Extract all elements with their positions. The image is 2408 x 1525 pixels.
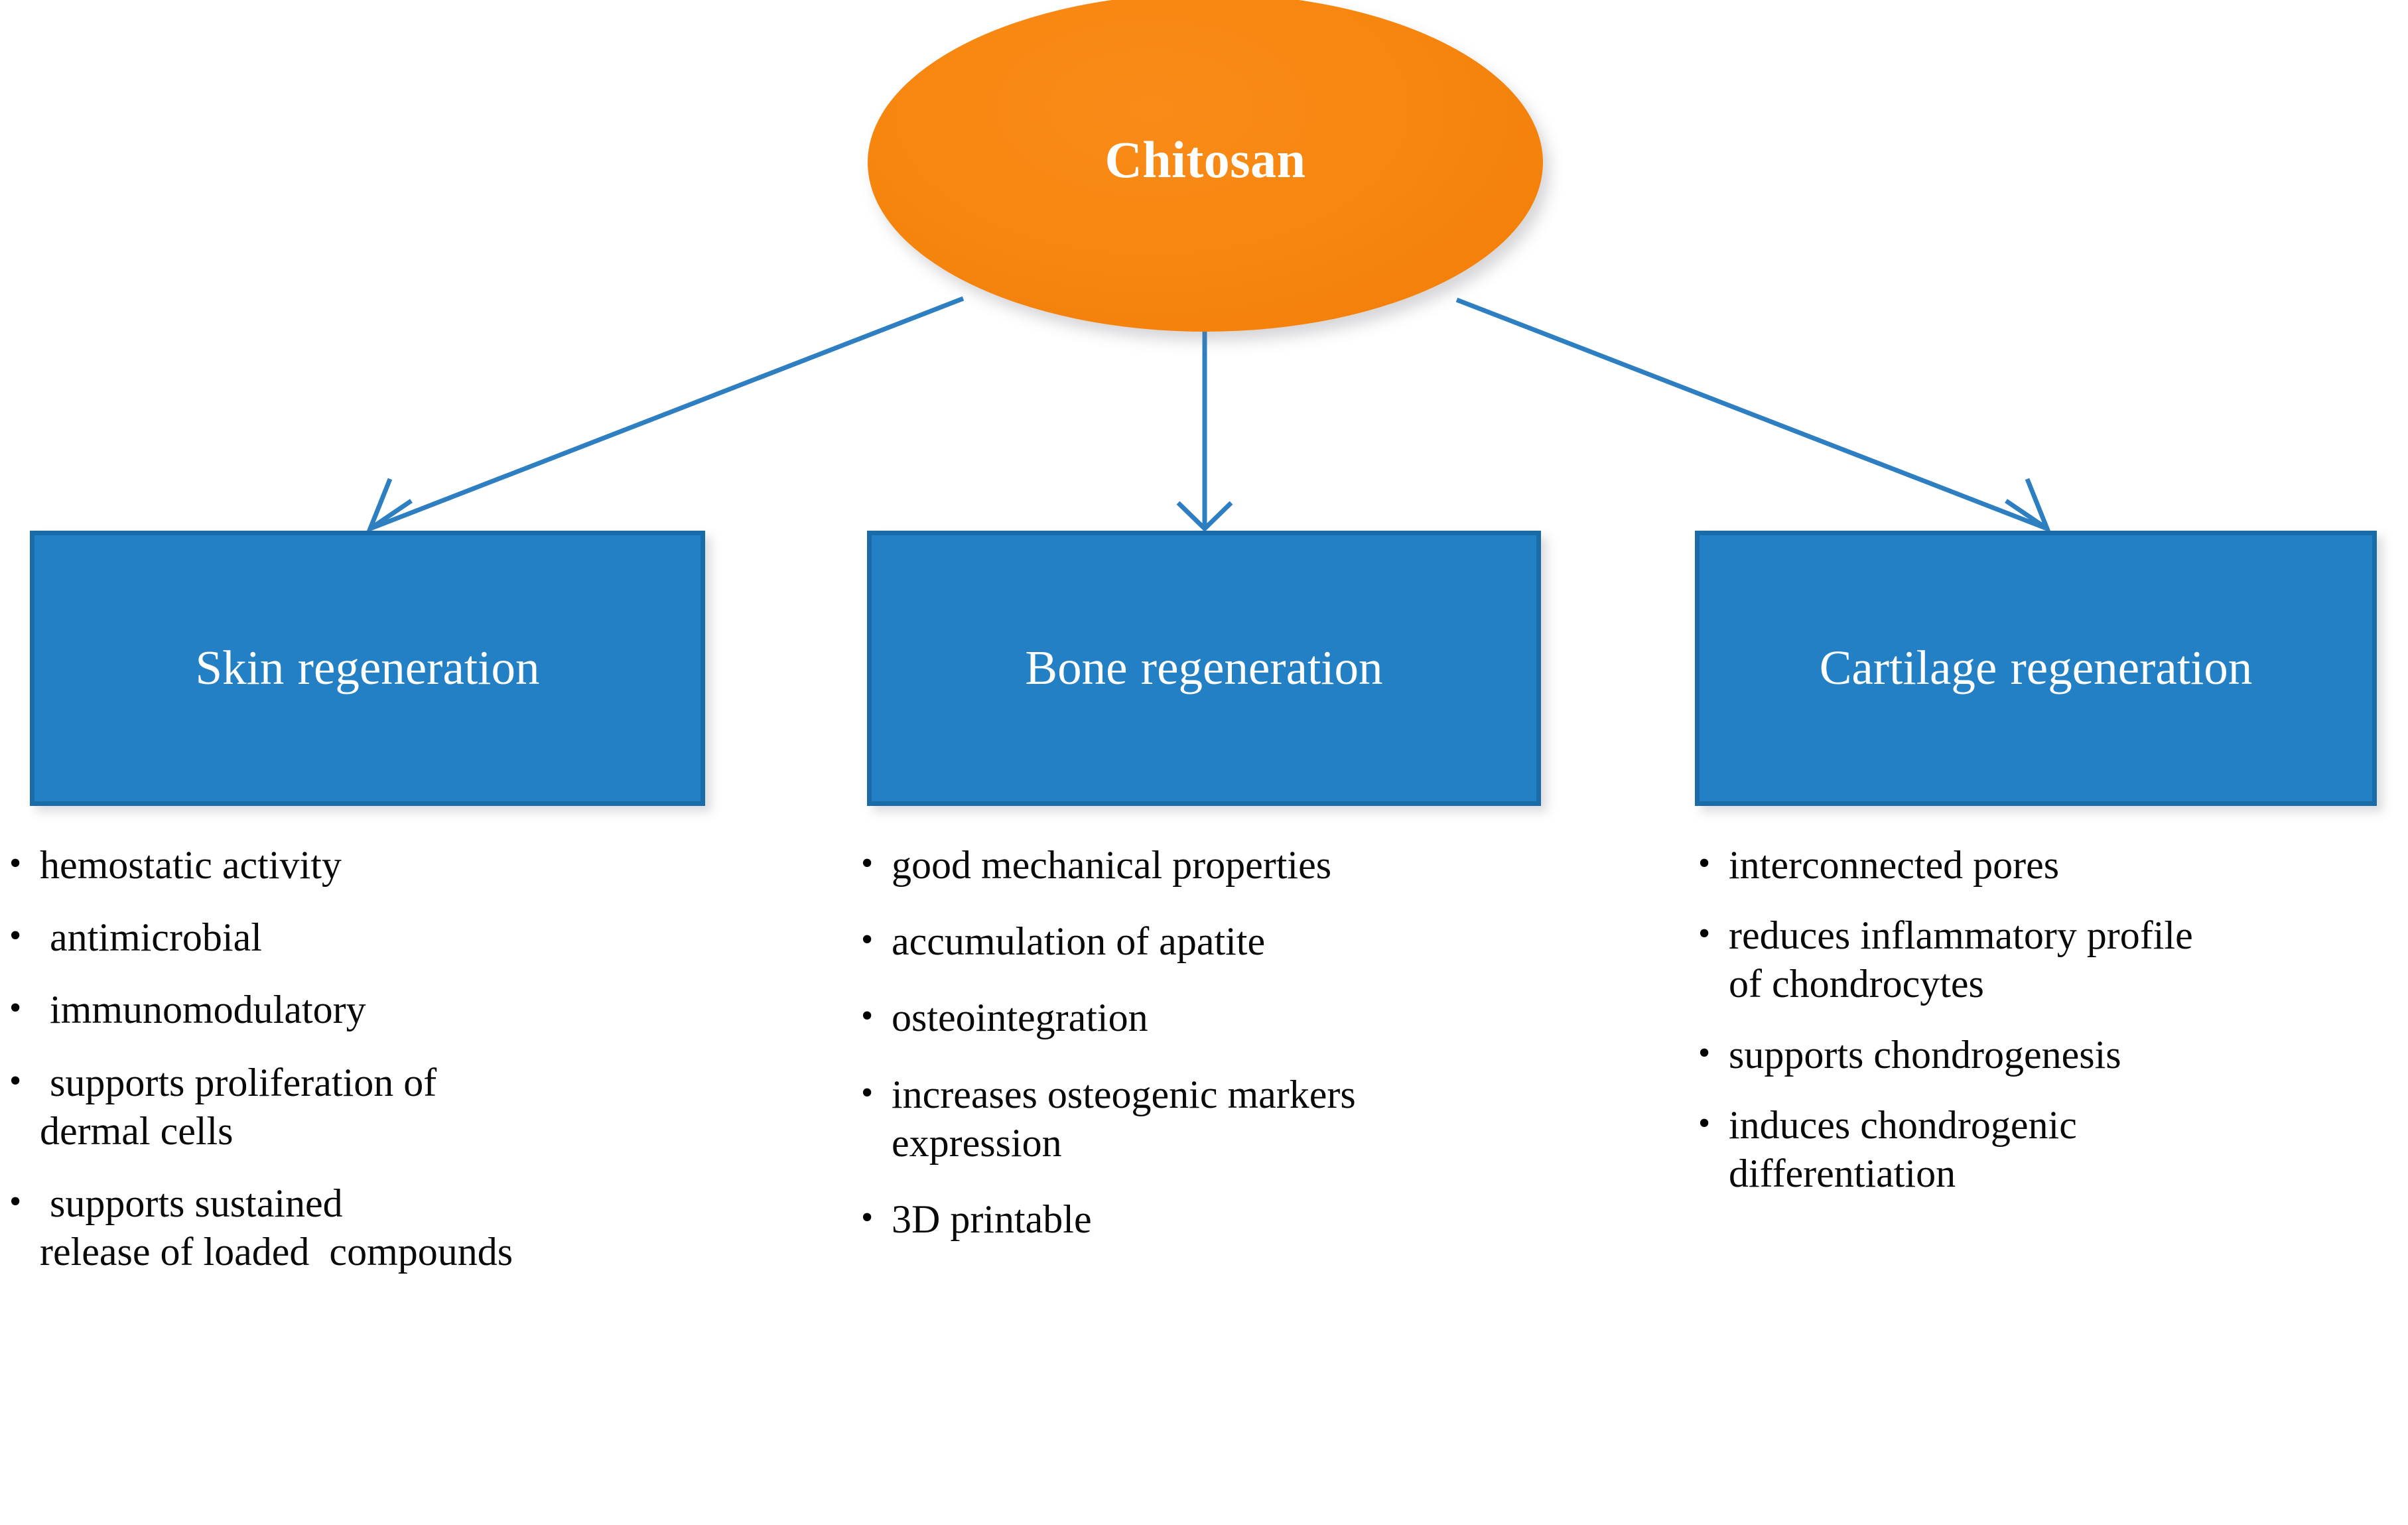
- list-item-text: supports proliferation of dermal cells: [40, 1060, 437, 1153]
- bullet-dot-icon: •: [9, 1182, 22, 1221]
- list-item: • accumulation of apatite: [861, 917, 1624, 966]
- bullet-dot-icon: •: [1698, 1104, 1711, 1142]
- list-item-text: reduces inflammatory profile of chondroc…: [1729, 913, 2193, 1006]
- bullet-dot-icon: •: [1698, 1033, 1711, 1072]
- bullet-dot-icon: •: [9, 989, 22, 1028]
- connector-line-skin: [369, 296, 965, 531]
- connector-arrowhead-bone: [1176, 501, 1233, 532]
- list-item: • reduces inflammatory profile of chondr…: [1698, 911, 2408, 1008]
- root-node-label: Chitosan: [1104, 131, 1306, 188]
- list-item-text: osteointegration: [892, 996, 1148, 1040]
- category-box-label: Skin regeneration: [195, 641, 540, 695]
- list-item: • 3D printable: [861, 1195, 1624, 1244]
- bullet-list-skin-regeneration: • hemostatic activity • antimicrobial • …: [9, 841, 759, 1300]
- list-item-text: antimicrobial: [40, 915, 262, 960]
- category-box-label: Cartilage regeneration: [1819, 641, 2253, 695]
- bullet-dot-icon: •: [1698, 844, 1711, 882]
- bullet-list-bone-regeneration: • good mechanical properties • accumulat…: [861, 841, 1624, 1272]
- category-box-label: Bone regeneration: [1025, 641, 1383, 695]
- category-box-skin-regeneration[interactable]: Skin regeneration: [30, 531, 705, 806]
- list-item-text: interconnected pores: [1729, 843, 2060, 887]
- connector-arrowhead-cartilage: [2005, 478, 2052, 535]
- bullet-dot-icon: •: [9, 844, 22, 882]
- list-item-text: induces chondrogenic differentiation: [1729, 1102, 2077, 1195]
- list-item: • supports sustained release of loaded c…: [9, 1179, 759, 1276]
- list-item: • supports chondrogenesis: [1698, 1031, 2408, 1079]
- connector-line-cartilage: [1455, 297, 2048, 531]
- bullet-dot-icon: •: [861, 921, 874, 959]
- category-box-bone-regeneration[interactable]: Bone regeneration: [867, 531, 1541, 806]
- list-item: • antimicrobial: [9, 913, 759, 962]
- bullet-dot-icon: •: [861, 844, 874, 882]
- connector-arrowhead-skin: [365, 478, 413, 535]
- bullet-dot-icon: •: [861, 1073, 874, 1112]
- bullet-list-cartilage-regeneration: • interconnected pores • reduces inflamm…: [1698, 841, 2408, 1220]
- list-item: • induces chondrogenic differentiation: [1698, 1101, 2408, 1198]
- category-box-cartilage-regeneration[interactable]: Cartilage regeneration: [1695, 531, 2377, 806]
- list-item-text: 3D printable: [892, 1197, 1092, 1241]
- list-item: • interconnected pores: [1698, 841, 2408, 890]
- list-item-text: good mechanical properties: [892, 843, 1332, 887]
- list-item-text: supports chondrogenesis: [1729, 1032, 2121, 1077]
- list-item: • osteointegration: [861, 994, 1624, 1042]
- list-item: • hemostatic activity: [9, 841, 759, 890]
- list-item: • good mechanical properties: [861, 841, 1624, 890]
- root-node-chitosan[interactable]: Chitosan: [868, 0, 1543, 332]
- list-item: • increases osteogenic markers expressio…: [861, 1071, 1624, 1167]
- bullet-dot-icon: •: [9, 917, 22, 955]
- list-item-text: immunomodulatory: [40, 988, 366, 1032]
- list-item-text: hemostatic activity: [40, 843, 342, 887]
- list-item: • supports proliferation of dermal cells: [9, 1059, 759, 1156]
- list-item-text: supports sustained release of loaded com…: [40, 1181, 513, 1274]
- list-item: • immunomodulatory: [9, 986, 759, 1034]
- bullet-dot-icon: •: [9, 1061, 22, 1100]
- list-item-text: accumulation of apatite: [892, 919, 1266, 964]
- bullet-dot-icon: •: [1698, 915, 1711, 953]
- bullet-dot-icon: •: [861, 1198, 874, 1236]
- list-item-text: increases osteogenic markers expression: [892, 1072, 1356, 1165]
- bullet-dot-icon: •: [861, 997, 874, 1035]
